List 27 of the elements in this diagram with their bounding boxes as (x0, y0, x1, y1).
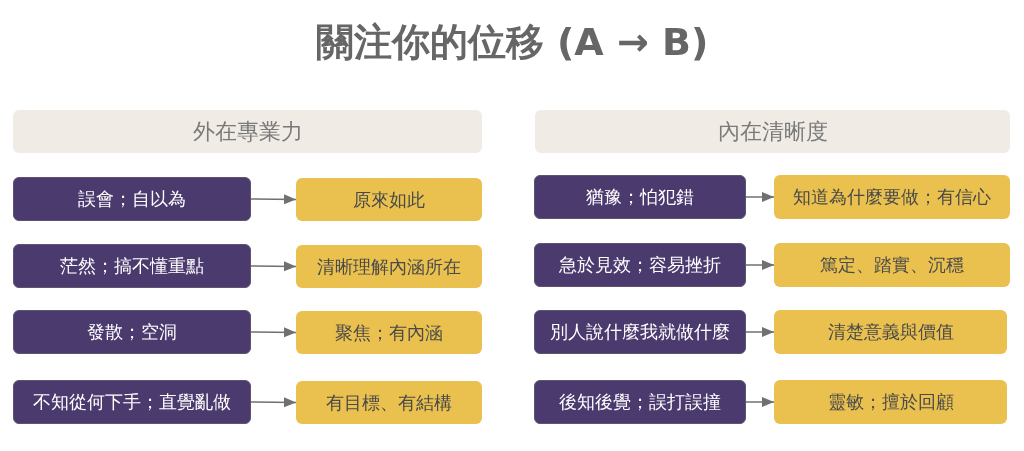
arrow (745, 397, 775, 407)
outcome-box: 知道為什麼要做；有信心 (774, 175, 1010, 219)
state-box: 誤會；自以為 (13, 177, 251, 221)
arrow (745, 327, 775, 337)
state-box: 不知從何下手；直覺亂做 (13, 380, 251, 424)
outcome-box: 原來如此 (296, 178, 482, 221)
outcome-box: 有目標、有結構 (296, 381, 482, 424)
arrow (250, 194, 297, 205)
section-header: 內在清晰度 (535, 110, 1010, 153)
outcome-box: 篤定、踏實、沉穩 (774, 243, 1010, 287)
title: 關注你的位移 (A → B) (315, 20, 709, 64)
state-box: 猶豫；怕犯錯 (534, 175, 746, 219)
outcome-box: 靈敏；擅於回顧 (774, 380, 1007, 424)
outcome-box: 清晰理解內涵所在 (296, 245, 482, 288)
arrow (250, 327, 297, 338)
arrow (745, 260, 775, 270)
arrow (745, 192, 775, 202)
state-box: 急於見效；容易挫折 (534, 243, 746, 287)
outcome-box: 聚焦；有內涵 (296, 311, 482, 354)
state-box: 茫然；搞不懂重點 (13, 244, 251, 288)
state-box: 別人說什麼我就做什麼 (534, 310, 746, 354)
outcome-box: 清楚意義與價值 (774, 310, 1007, 354)
arrow (250, 261, 297, 272)
section-header: 外在專業力 (13, 110, 482, 153)
state-box: 後知後覺；誤打誤撞 (534, 380, 746, 424)
state-box: 發散；空洞 (13, 310, 251, 354)
arrow (250, 397, 297, 408)
